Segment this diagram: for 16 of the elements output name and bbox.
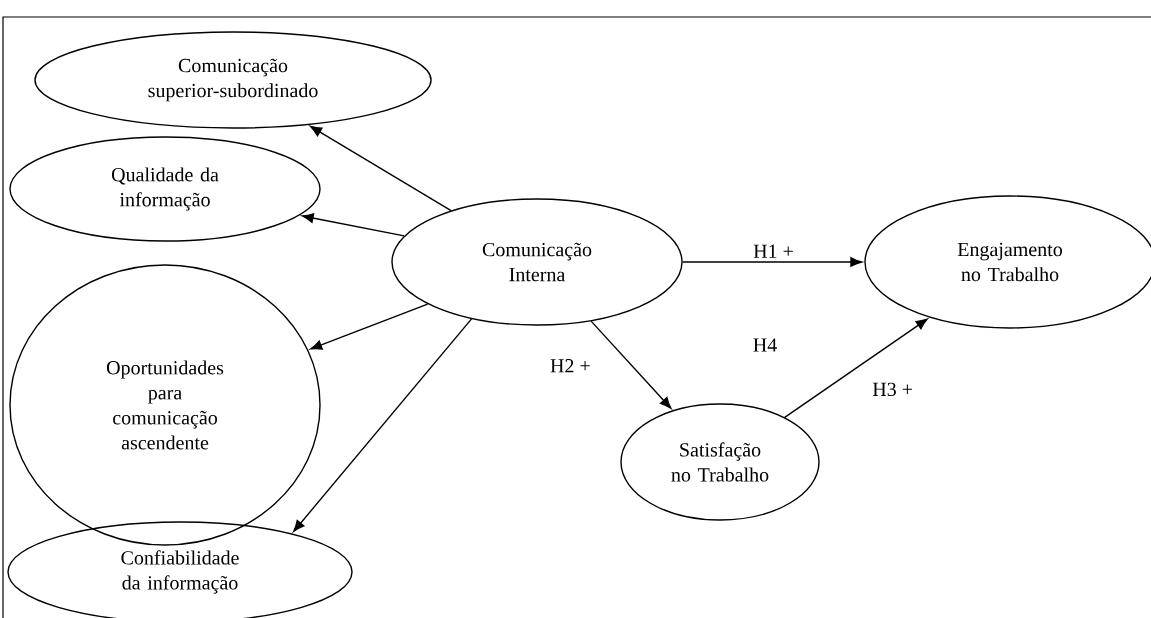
arrow <box>682 257 863 267</box>
arrow <box>301 213 405 237</box>
ellipse-node: Comunicação superior-subordinado <box>34 31 432 129</box>
arrow <box>310 303 429 350</box>
hypothesis-label: H4 <box>753 338 777 352</box>
edge-label: H3 + <box>872 382 912 397</box>
edge-label: H2 + <box>550 359 590 373</box>
arrow <box>309 125 452 212</box>
ellipse-node: Comunicação Interna <box>391 198 683 326</box>
arrow <box>784 318 928 419</box>
ellipse-node: Oportunidades para comunicação ascendente <box>9 264 321 546</box>
arrow <box>293 318 473 532</box>
ellipse-node: Qualidade da informação <box>9 136 321 242</box>
arrow <box>590 320 672 409</box>
ellipse-node: Satisfação no Trabalho <box>620 403 820 521</box>
edge-label: H1 + <box>753 244 793 258</box>
